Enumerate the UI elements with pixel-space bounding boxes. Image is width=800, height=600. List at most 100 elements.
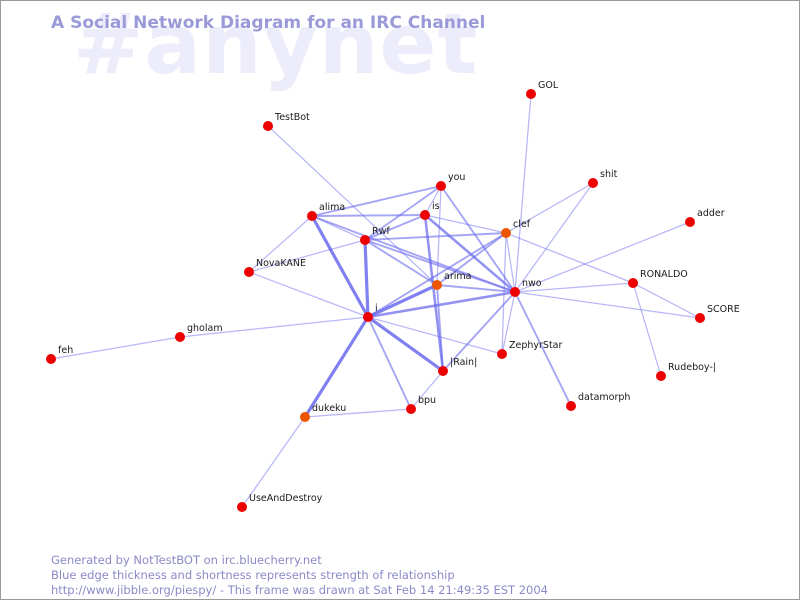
edge-i-Rain — [366, 315, 445, 373]
node-label-UseAndDestroy: UseAndDestroy — [249, 493, 323, 504]
node-Rwf: Rwf — [360, 226, 390, 245]
node-alima: alima — [307, 202, 345, 221]
edge-adder-nwo — [514, 221, 691, 293]
edge-clef-nwo — [505, 232, 516, 293]
edge-i-gholam — [179, 316, 369, 338]
node-label-datamorph: datamorph — [578, 392, 630, 403]
diagram-title: A Social Network Diagram for an IRC Chan… — [51, 13, 486, 33]
node-you: you — [436, 172, 465, 191]
edge-arima-i — [366, 283, 439, 319]
node-dot-TestBot — [263, 121, 273, 131]
node-label-shit: shit — [600, 169, 618, 180]
node-UseAndDestroy: UseAndDestroy — [237, 493, 323, 512]
node-dot-is — [420, 210, 430, 220]
node-clef: clef — [501, 219, 531, 238]
edge-Rwf-NovaKANE — [248, 239, 366, 273]
edge-nwo-SCORE — [514, 291, 701, 319]
node-dot-ZephyrStar — [497, 349, 507, 359]
node-dot-Rwf — [360, 235, 370, 245]
edge-clef-RONALDO — [505, 232, 634, 284]
edge-clef-arima — [436, 232, 507, 286]
edge-i-bpu — [367, 316, 412, 410]
edge-arima-nwo — [436, 284, 516, 293]
node-label-SCORE: SCORE — [707, 304, 740, 315]
footer-legend-note: Blue edge thickness and shortness repres… — [51, 568, 455, 582]
edge-you-nwo — [440, 185, 516, 293]
node-bpu: bpu — [406, 395, 436, 414]
node-label-Rain: |Rain| — [450, 357, 477, 368]
edge-dukeku-UseAndDestroy — [241, 416, 306, 508]
node-feh: feh — [46, 345, 73, 364]
node-Rain: |Rain| — [438, 357, 477, 376]
edge-Rwf-clef — [364, 232, 507, 241]
node-label-Rudeboy: Rudeboy-| — [668, 362, 716, 373]
node-dot-shit — [588, 178, 598, 188]
edge-Rwf-nwo — [364, 239, 516, 293]
edge-shit-nwo — [514, 182, 594, 293]
edge-is-clef — [424, 214, 507, 234]
edge-nwo-Rain — [442, 291, 516, 372]
node-dot-arima — [432, 280, 442, 290]
node-dot-feh — [46, 354, 56, 364]
node-dot-Rudeboy — [656, 371, 666, 381]
node-dot-adder — [685, 217, 695, 227]
edge-Rwf-i — [363, 238, 370, 319]
node-RONALDO: RONALDO — [628, 269, 688, 288]
edge-you-is — [424, 185, 442, 216]
edge-is-Rain — [423, 213, 445, 373]
edge-is-nwo — [423, 213, 517, 294]
node-label-gholam: gholam — [187, 323, 223, 334]
node-label-you: you — [448, 172, 465, 183]
edge-GOL-nwo — [514, 93, 532, 293]
edge-i-nwo — [366, 290, 517, 319]
edge-is-Rwf — [364, 214, 426, 241]
node-nwo: nwo — [510, 278, 542, 297]
node-dot-dukeku — [300, 412, 310, 422]
node-SCORE: SCORE — [695, 304, 740, 323]
edge-NovaKANE-i — [248, 271, 369, 318]
node-dot-clef — [501, 228, 511, 238]
edge-RONALDO-SCORE — [632, 282, 701, 319]
node-label-Rwf: Rwf — [372, 226, 390, 237]
node-i: i — [363, 303, 378, 322]
node-dot-i — [363, 312, 373, 322]
node-label-clef: clef — [513, 219, 531, 230]
node-dot-SCORE — [695, 313, 705, 323]
edge-you-Rwf — [364, 185, 442, 241]
edge-layer — [50, 93, 701, 508]
edge-i-dukeku — [303, 315, 370, 419]
channel-watermark: #anynet — [73, 0, 479, 93]
node-label-GOL: GOL — [538, 80, 559, 91]
node-label-dukeku: dukeku — [312, 403, 346, 414]
node-Rudeboy: Rudeboy-| — [656, 362, 716, 381]
node-label-feh: feh — [58, 345, 73, 356]
node-ZephyrStar: ZephyrStar — [497, 340, 563, 359]
edge-RONALDO-Rudeboy — [632, 282, 662, 377]
node-label-TestBot: TestBot — [274, 112, 310, 123]
node-label-is: is — [432, 201, 440, 212]
node-dot-you — [436, 181, 446, 191]
edge-alima-NovaKANE — [248, 215, 313, 273]
footer-timestamp: http://www.jibble.org/piespy/ - This fra… — [51, 583, 548, 597]
node-label-ZephyrStar: ZephyrStar — [509, 340, 563, 351]
node-datamorph: datamorph — [566, 392, 630, 411]
node-is: is — [420, 201, 440, 220]
node-dot-gholam — [175, 332, 185, 342]
node-label-nwo: nwo — [522, 278, 542, 289]
footer: Generated by NotTestBOT on irc.bluecherr… — [51, 553, 548, 598]
node-arima: arima — [432, 271, 471, 290]
node-label-RONALDO: RONALDO — [640, 269, 688, 280]
edge-i-ZephyrStar — [367, 316, 503, 355]
node-dot-nwo — [510, 287, 520, 297]
edge-nwo-ZephyrStar — [501, 291, 516, 355]
node-dot-datamorph — [566, 401, 576, 411]
edge-Rwf-arima — [364, 239, 438, 286]
node-label-arima: arima — [444, 271, 471, 282]
edge-alima-is — [311, 214, 426, 217]
node-dot-alima — [307, 211, 317, 221]
node-TestBot: TestBot — [263, 112, 310, 131]
node-label-alima: alima — [319, 202, 345, 213]
node-shit: shit — [588, 169, 618, 188]
